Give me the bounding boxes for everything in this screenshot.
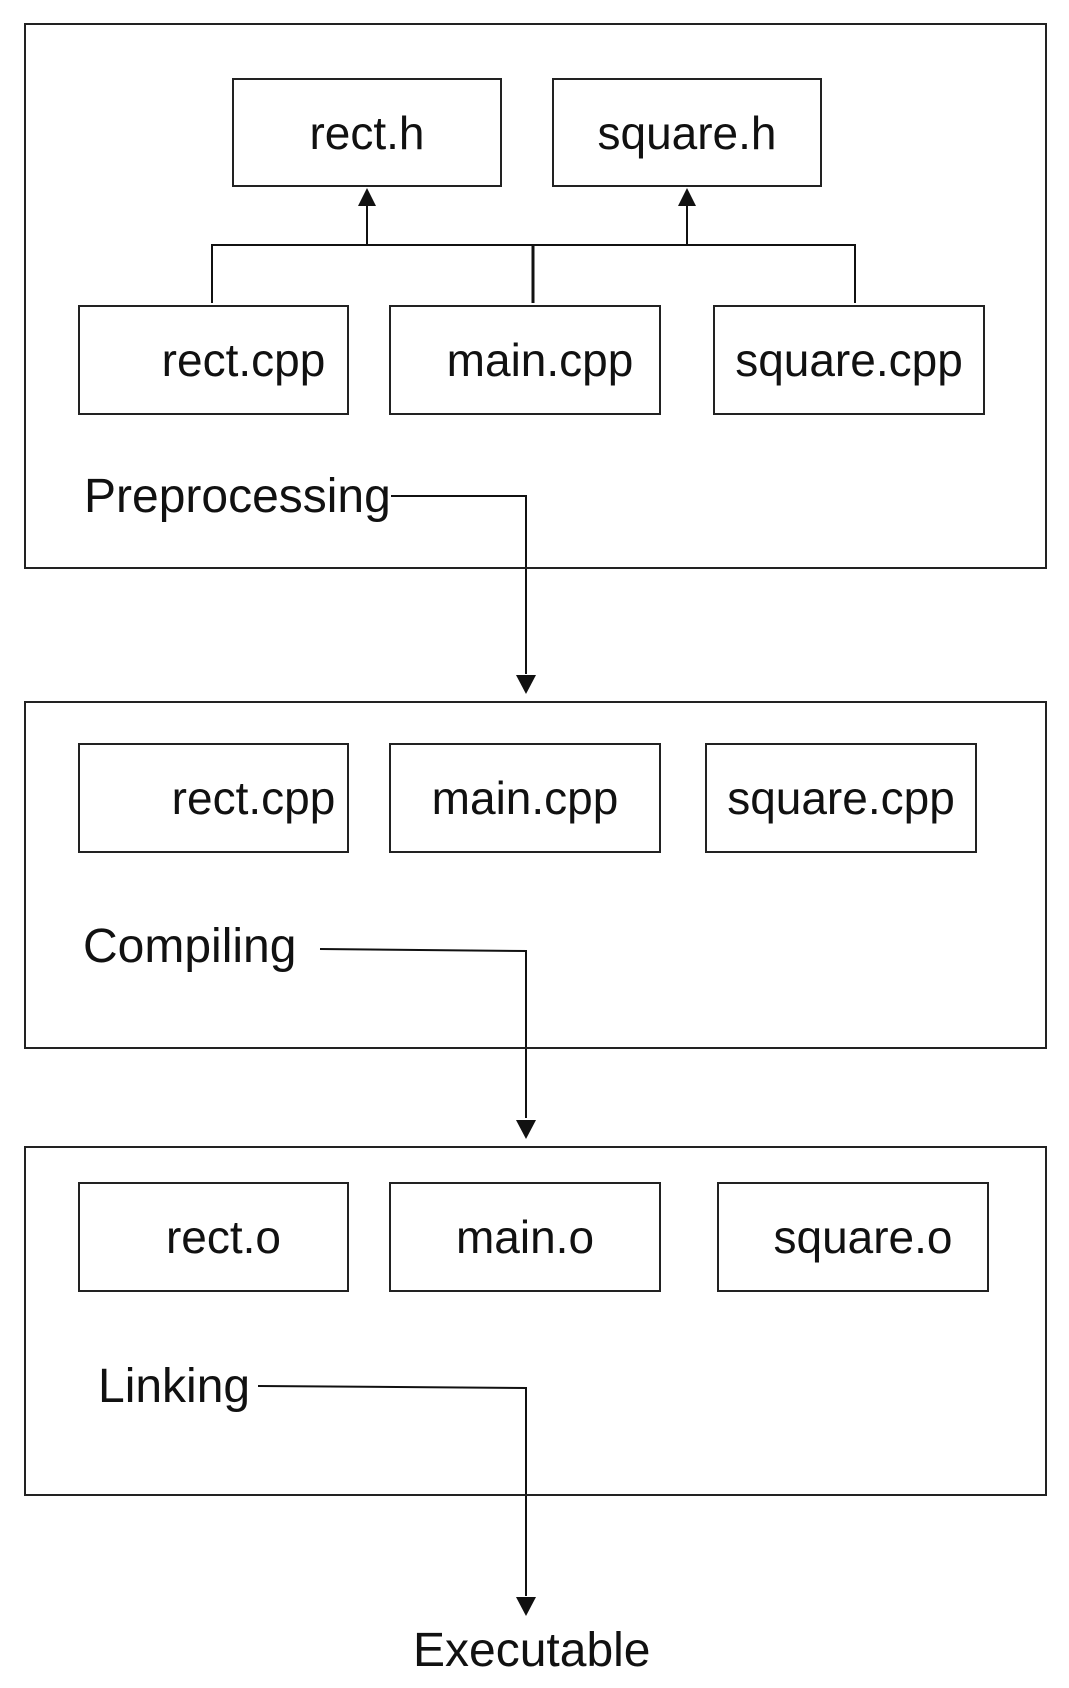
object-file-square-o: square.o bbox=[717, 1182, 989, 1292]
object-file-rect-o: rect.o bbox=[78, 1182, 349, 1292]
source-file-main-cpp: main.cpp bbox=[389, 305, 661, 415]
object-file-label: square.o bbox=[773, 1211, 953, 1263]
flow-arrowhead-linking bbox=[516, 1120, 536, 1139]
compiling-stage bbox=[24, 701, 1047, 1049]
output-label-executable: Executable bbox=[413, 1624, 651, 1677]
header-file-rect-h: rect.h bbox=[232, 78, 502, 187]
header-file-square-h: square.h bbox=[552, 78, 822, 187]
source-file-label: rect.cpp bbox=[161, 334, 326, 386]
header-file-label: square.h bbox=[597, 106, 777, 159]
flow-arrowhead-compiling bbox=[516, 675, 536, 694]
source-file-label: square.cpp bbox=[727, 772, 955, 824]
source-file-label: main.cpp bbox=[446, 334, 634, 386]
source-file-label: rect.cpp bbox=[171, 772, 336, 824]
object-file-label: main.o bbox=[455, 1211, 595, 1263]
source-file-rect-cpp: rect.cpp bbox=[78, 743, 349, 853]
source-file-label: main.cpp bbox=[431, 772, 619, 824]
source-file-square-cpp: square.cpp bbox=[713, 305, 985, 415]
stage-label-compiling: Compiling bbox=[83, 920, 297, 973]
header-file-label: rect.h bbox=[309, 106, 425, 159]
source-file-rect-cpp: rect.cpp bbox=[78, 305, 349, 415]
linking-stage bbox=[24, 1146, 1047, 1496]
source-file-square-cpp: square.cpp bbox=[705, 743, 977, 853]
preprocessing-stage bbox=[24, 23, 1047, 569]
object-file-label: rect.o bbox=[165, 1211, 282, 1263]
stage-label-preprocessing: Preprocessing bbox=[84, 470, 391, 523]
object-file-main-o: main.o bbox=[389, 1182, 661, 1292]
stage-label-linking: Linking bbox=[98, 1360, 251, 1413]
flow-arrowhead-executable bbox=[516, 1597, 536, 1616]
source-file-label: square.cpp bbox=[735, 334, 963, 386]
source-file-main-cpp: main.cpp bbox=[389, 743, 661, 853]
